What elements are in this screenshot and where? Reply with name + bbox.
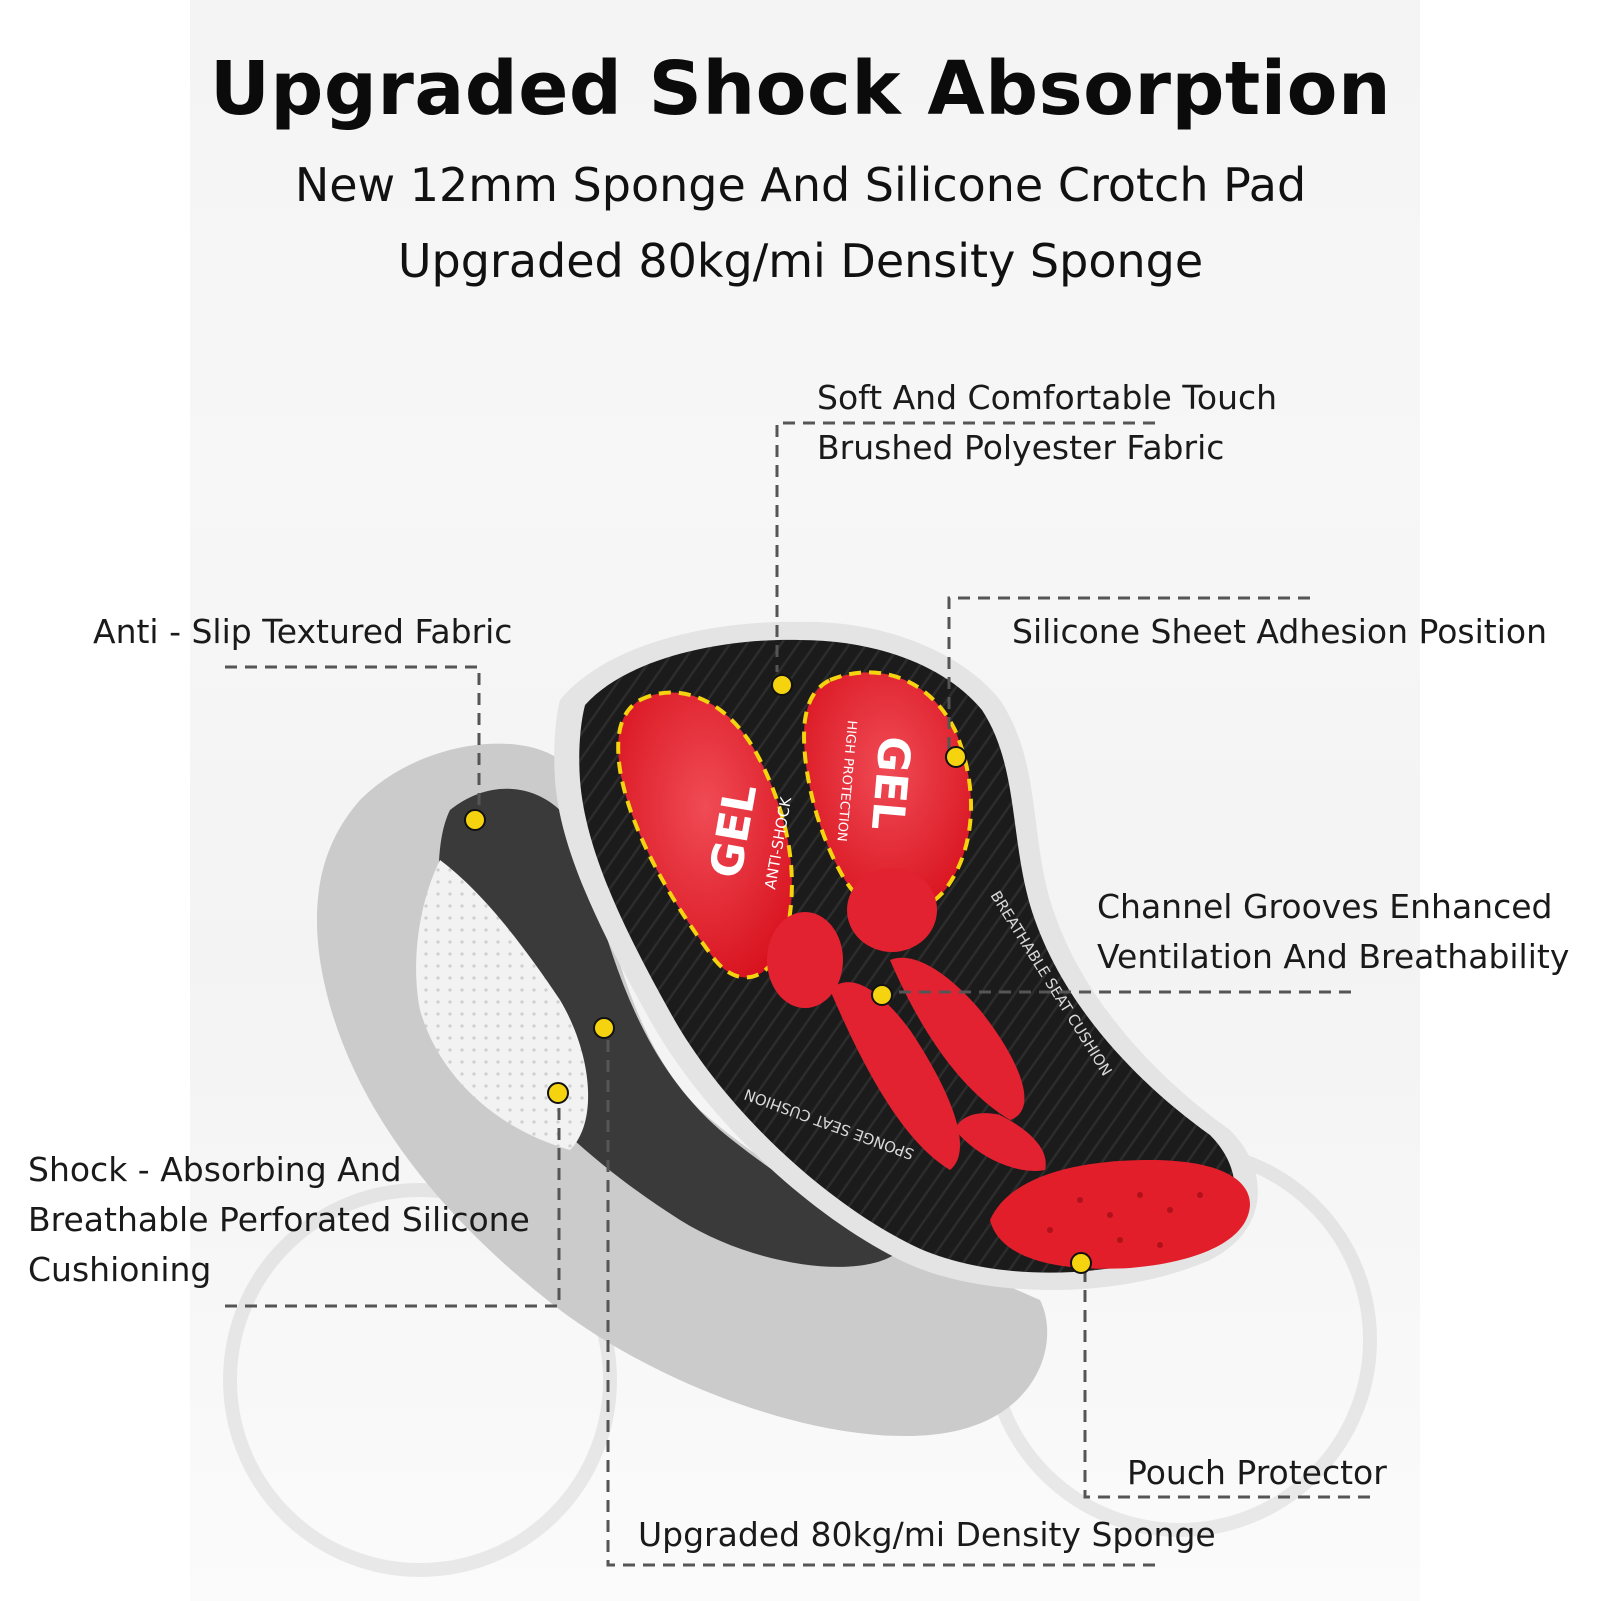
callout-shock-absorbing-line1: Shock - Absorbing And bbox=[28, 1150, 402, 1189]
callout-shock-absorbing-line3: Cushioning bbox=[28, 1250, 212, 1289]
callout-soft-touch-line1: Soft And Comfortable Touch bbox=[817, 378, 1278, 417]
callout-channel-grooves-line1: Channel Grooves Enhanced bbox=[1097, 887, 1553, 926]
gel-pad-left bbox=[616, 690, 794, 980]
leader-pouch bbox=[1083, 1265, 1370, 1499]
callout-channel-grooves-line2: Ventilation And Breathability bbox=[1097, 937, 1570, 976]
gel-pad-right bbox=[802, 670, 974, 916]
callout-soft-touch: Soft And Comfortable Touch Brushed Polye… bbox=[817, 373, 1277, 473]
callout-pouch-line1: Pouch Protector bbox=[1127, 1453, 1387, 1492]
callout-channel-grooves: Channel Grooves Enhanced Ventilation And… bbox=[1097, 882, 1569, 982]
marker-soft-touch bbox=[771, 674, 793, 696]
callout-shock-absorbing: Shock - Absorbing And Breathable Perfora… bbox=[28, 1145, 530, 1295]
callout-silicone-sheet: Silicone Sheet Adhesion Position bbox=[1012, 607, 1547, 657]
callout-anti-slip-line1: Anti - Slip Textured Fabric bbox=[93, 612, 513, 651]
perforated-silicone bbox=[416, 860, 589, 1150]
marker-density-sponge bbox=[593, 1017, 615, 1039]
leader-silicone-sheet bbox=[947, 596, 1310, 757]
leader-soft-touch bbox=[775, 421, 1155, 672]
callout-markers bbox=[464, 674, 1092, 1274]
callout-silicone-sheet-line1: Silicone Sheet Adhesion Position bbox=[1012, 612, 1547, 651]
marker-anti-slip bbox=[464, 809, 486, 831]
subtitle-line-2: Upgraded 80kg/mi Density Sponge bbox=[397, 234, 1204, 288]
marker-silicone-sheet bbox=[945, 746, 967, 768]
marker-channel-grooves bbox=[871, 984, 893, 1006]
channel-ridges bbox=[767, 868, 1046, 1171]
callout-density-sponge: Upgraded 80kg/mi Density Sponge bbox=[638, 1510, 1216, 1560]
callout-pouch: Pouch Protector bbox=[1127, 1448, 1387, 1498]
callout-shock-absorbing-line2: Breathable Perforated Silicone bbox=[28, 1200, 530, 1239]
pouch-protector-patch bbox=[990, 1160, 1250, 1269]
leader-lines bbox=[225, 421, 1370, 1567]
page-title: Upgraded Shock Absorption bbox=[209, 46, 1392, 132]
marker-shock-absorbing bbox=[547, 1082, 569, 1104]
pouch-perforations bbox=[1047, 1192, 1203, 1248]
leader-density-sponge bbox=[606, 1040, 1161, 1567]
marker-pouch bbox=[1070, 1252, 1092, 1274]
subtitle-line-1: New 12mm Sponge And Silicone Crotch Pad bbox=[294, 158, 1307, 212]
callout-density-sponge-line1: Upgraded 80kg/mi Density Sponge bbox=[638, 1515, 1216, 1554]
leader-anti-slip bbox=[225, 665, 481, 820]
callout-anti-slip: Anti - Slip Textured Fabric bbox=[93, 607, 512, 657]
gel-right-text: GEL bbox=[861, 734, 920, 832]
leader-shock-absorbing bbox=[225, 1093, 561, 1308]
foam-middle-layer bbox=[438, 788, 900, 1267]
callout-soft-touch-line2: Brushed Polyester Fabric bbox=[817, 428, 1225, 467]
